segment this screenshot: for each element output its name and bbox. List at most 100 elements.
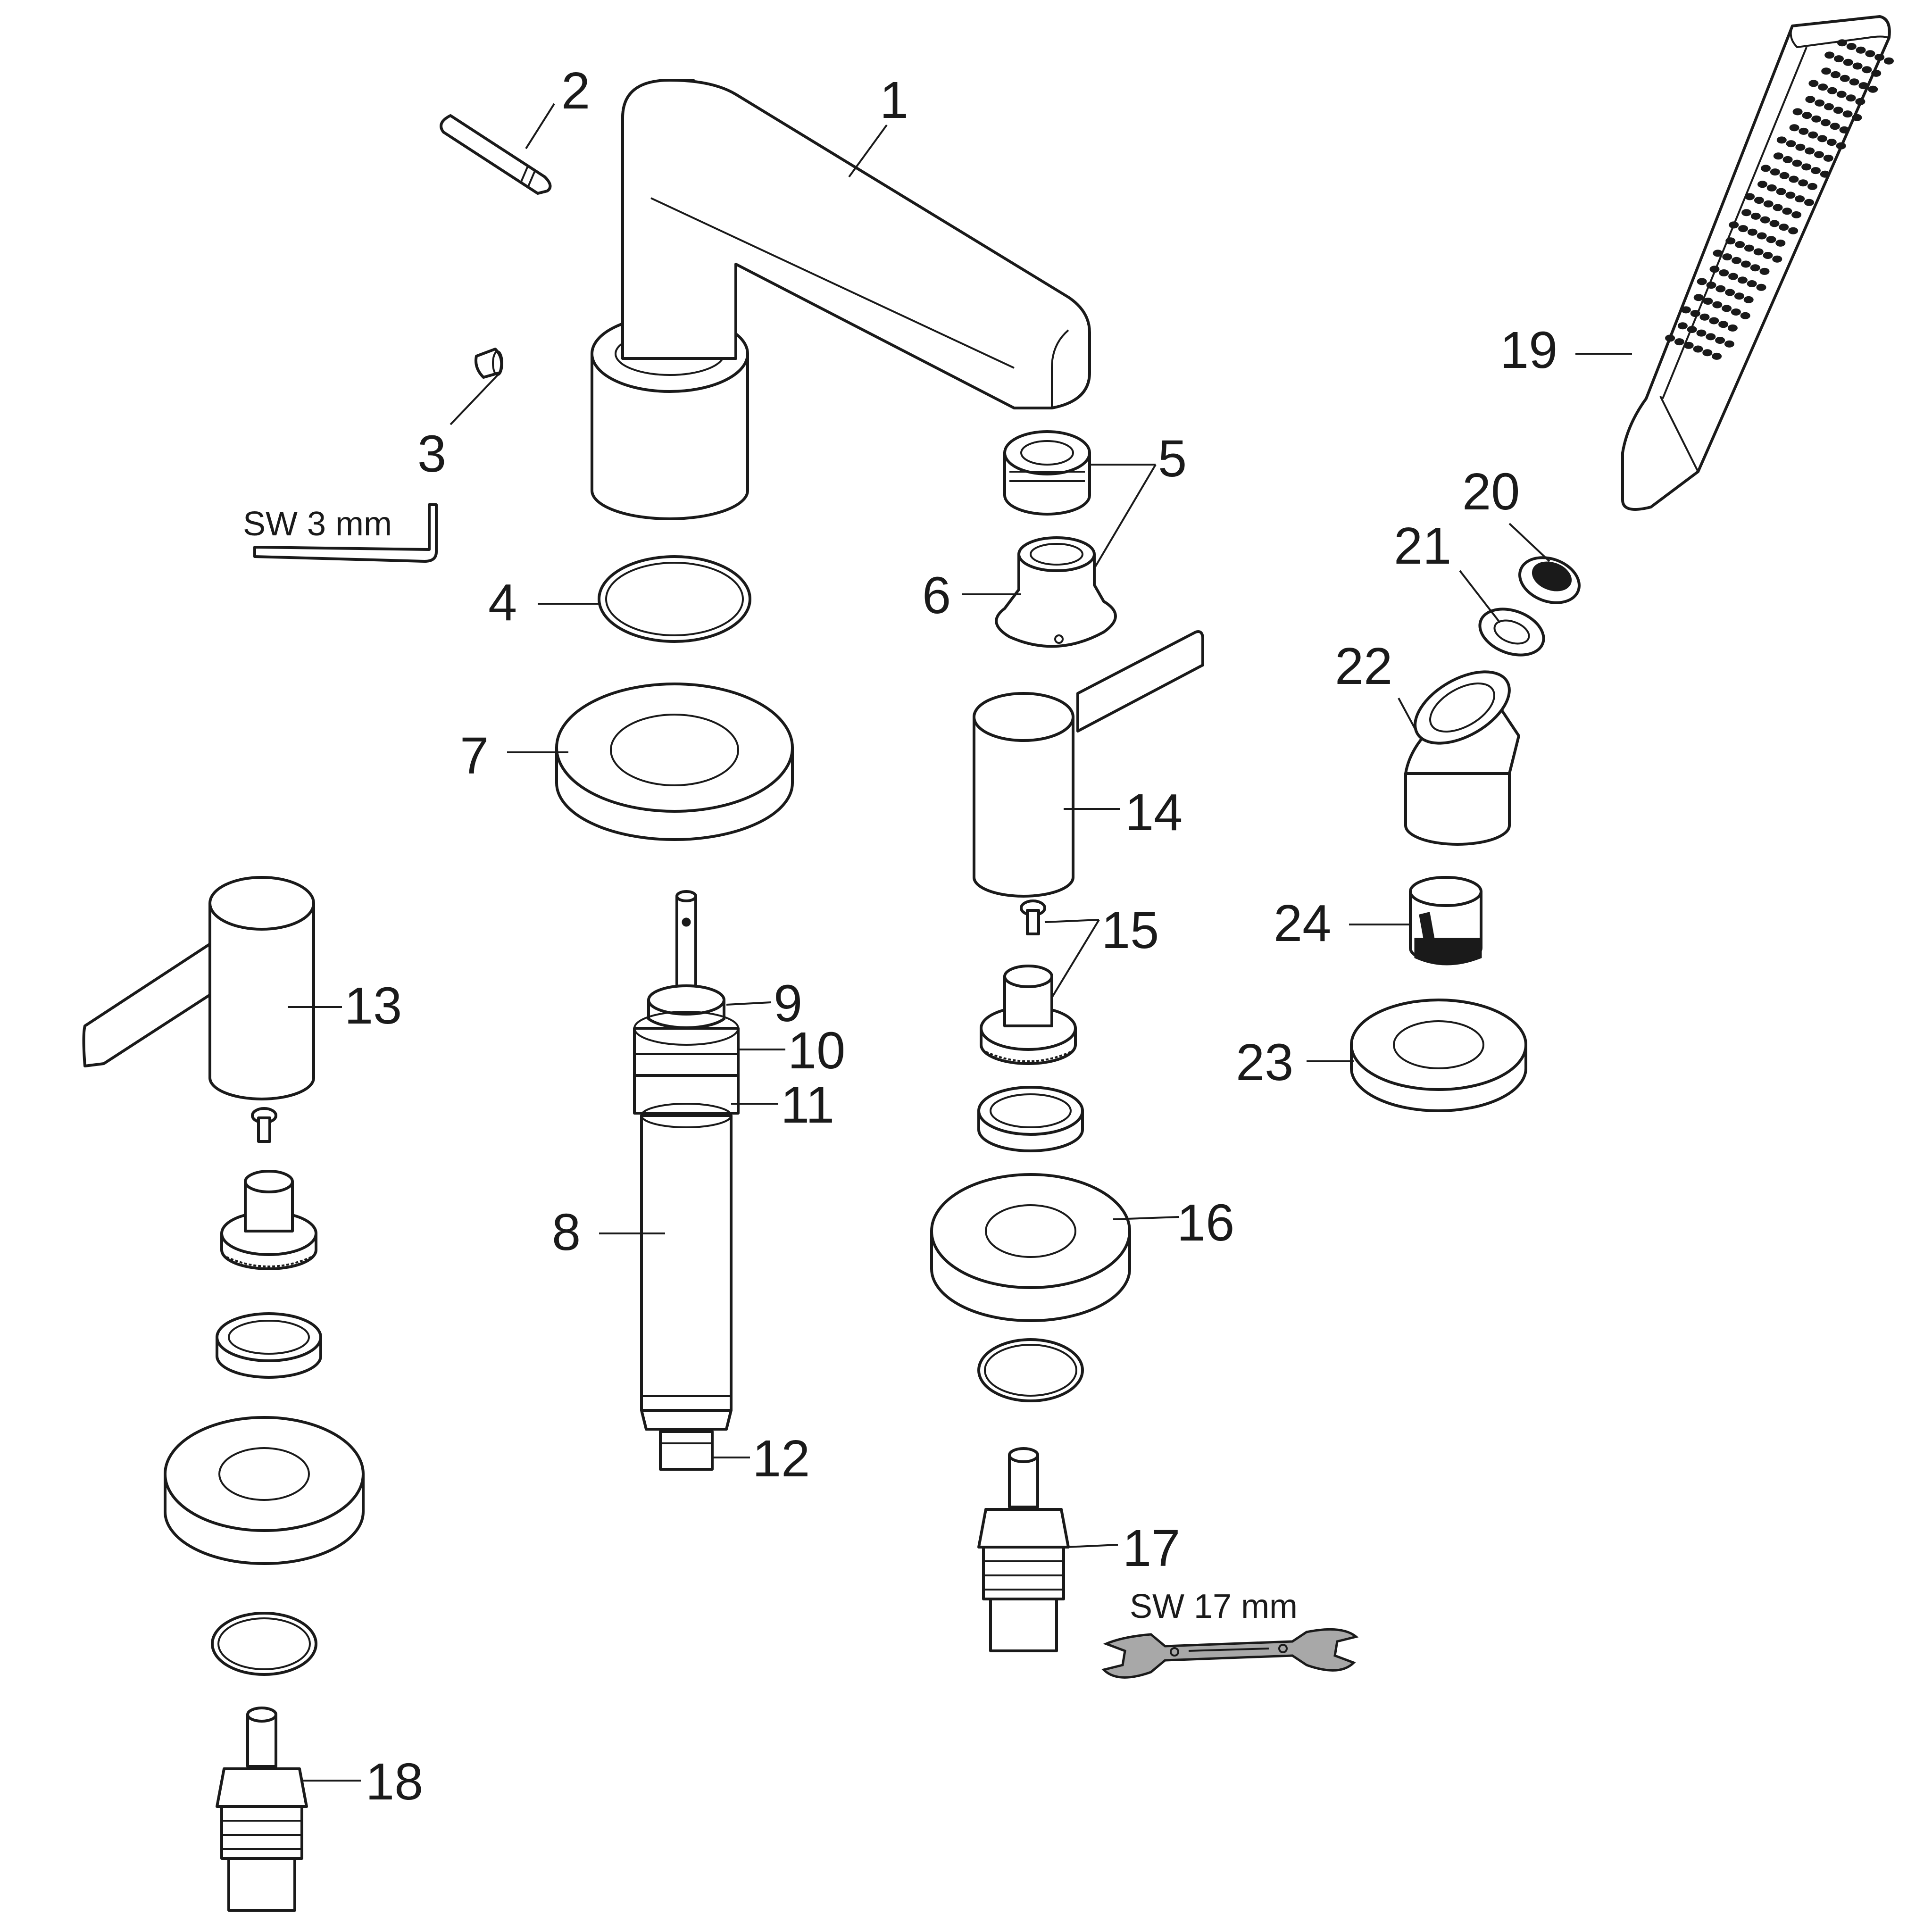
nozzle-dot	[1747, 280, 1757, 287]
nozzle-dot	[1759, 267, 1770, 275]
nozzle-dot	[1799, 127, 1809, 135]
nozzle-dot	[1735, 241, 1745, 248]
callout-17: 17	[1123, 1519, 1180, 1577]
nozzle-dot	[1737, 276, 1748, 284]
nozzle-dot	[1846, 43, 1857, 50]
nozzle-dot	[1719, 269, 1729, 276]
nozzle-dot	[1802, 112, 1812, 119]
pin	[440, 114, 552, 195]
sleeve-ring-left	[216, 1312, 322, 1379]
nozzle-dot	[1743, 296, 1754, 303]
nozzle-dot	[1734, 292, 1744, 300]
callout-12: 12	[752, 1430, 810, 1488]
nozzle-dot	[1690, 310, 1700, 317]
nozzle-dot	[1786, 140, 1796, 148]
nozzle-dot	[1760, 216, 1770, 224]
nozzle-dot	[1858, 82, 1869, 90]
nozzle-dot	[1776, 136, 1787, 144]
allen-key-icon	[253, 503, 438, 563]
nozzle-dot	[1761, 165, 1771, 172]
nozzle-dot	[1725, 289, 1735, 296]
callout-6: 6	[922, 566, 951, 625]
wrench-label: SW 17 mm	[1130, 1588, 1298, 1625]
nozzle-dot	[1842, 110, 1853, 118]
nozzle-dot	[1724, 340, 1734, 348]
nozzle-dot	[1788, 227, 1799, 234]
spline-adapter-right	[980, 965, 1077, 1065]
nozzle-dot	[1750, 212, 1761, 220]
nozzle-dot	[1804, 199, 1814, 206]
o-ring-left	[211, 1612, 317, 1676]
nozzle-dot	[1839, 126, 1849, 133]
nozzle-dot	[1814, 151, 1824, 158]
nozzle-dot	[1782, 208, 1792, 215]
nozzle-dot	[1775, 239, 1786, 247]
nozzle-dot	[1732, 257, 1742, 264]
nozzle-dot	[1763, 252, 1773, 259]
nozzle-dot	[1792, 159, 1802, 167]
nozzle-dot	[1827, 87, 1837, 94]
nozzle-dot	[1801, 163, 1812, 171]
callout-19: 19	[1500, 321, 1557, 379]
callout-21: 21	[1394, 517, 1451, 575]
nozzle-dot	[1740, 312, 1750, 319]
spline-adapter-left	[220, 1170, 317, 1270]
nozzle-dot	[1753, 248, 1764, 256]
aerator-housing	[995, 536, 1117, 648]
nozzle-dot	[1789, 175, 1799, 183]
handle-left	[82, 876, 315, 1100]
nozzle-dot	[1772, 255, 1782, 263]
nozzle-dot	[1821, 119, 1831, 126]
nozzle-dot	[1795, 195, 1805, 203]
nozzle-dot	[1821, 67, 1832, 75]
nozzle-dot	[1756, 283, 1766, 291]
nozzle-dot	[1677, 322, 1688, 330]
nozzle-dot	[1795, 143, 1806, 151]
nozzle-dot	[1862, 66, 1872, 74]
leader-lines	[288, 103, 1632, 1782]
callout-10: 10	[788, 1022, 845, 1080]
handle-screw-left	[251, 1107, 277, 1143]
nozzle-dot	[1763, 200, 1774, 208]
callout-23-24-label-24: 24	[1274, 894, 1331, 952]
callout-22: 22	[1335, 637, 1392, 695]
callout-15: 15	[1101, 901, 1159, 959]
callout-labels: 1 2 3 4 5 6 7 8 9 10 11 12 13 14 15 16 1…	[344, 62, 1557, 1811]
callout-3: 3	[417, 425, 446, 483]
nozzle-dot	[1757, 232, 1767, 240]
strainer-filter	[1518, 556, 1581, 604]
nozzle-dot	[1722, 253, 1732, 261]
nozzle-dot	[1805, 147, 1815, 155]
nozzle-dot	[1811, 167, 1821, 175]
callout-7: 7	[460, 727, 489, 785]
nozzle-dot	[1868, 85, 1878, 93]
nozzle-dot	[1833, 107, 1843, 114]
nozzle-dot	[1823, 154, 1833, 162]
callout-4: 4	[488, 574, 517, 632]
washer-seal	[1478, 608, 1545, 657]
nozzle-dot	[1846, 94, 1856, 102]
nozzle-dot	[1849, 78, 1859, 86]
nozzle-dot	[1871, 69, 1882, 77]
nozzle-dot	[1852, 114, 1862, 121]
handle-right	[973, 630, 1204, 898]
nozzle-dot	[1715, 337, 1725, 344]
nozzle-dot	[1779, 172, 1790, 179]
nozzle-dot	[1703, 298, 1713, 305]
callout-5: 5	[1158, 430, 1187, 488]
nozzle-dot	[1687, 326, 1697, 333]
nozzle-dot	[1766, 236, 1776, 243]
nozzle-dot	[1750, 264, 1760, 272]
escutcheon-right	[930, 1173, 1131, 1322]
shower-nozzle-pattern	[1665, 39, 1894, 360]
nozzle-dot	[1766, 184, 1777, 192]
aerator	[1003, 430, 1091, 516]
nozzle-dot	[1770, 168, 1780, 176]
nozzle-dot	[1738, 225, 1749, 233]
nozzle-dot	[1712, 301, 1723, 308]
valve-cartridge-right	[977, 1447, 1070, 1652]
hex-key-label: SW 3 mm	[243, 505, 392, 543]
nozzle-dot	[1830, 123, 1840, 130]
nozzle-dot	[1715, 285, 1726, 292]
nozzle-dot	[1791, 211, 1802, 218]
